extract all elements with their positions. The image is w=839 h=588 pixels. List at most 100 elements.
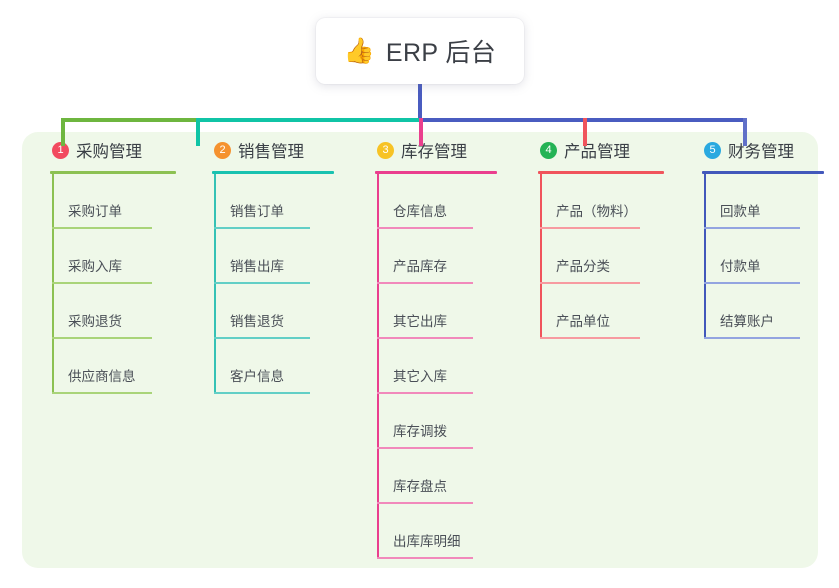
list-item-label: 产品（物料） xyxy=(556,204,637,219)
root-node-card[interactable]: 👍 ERP 后台 xyxy=(316,18,524,84)
list-item-rule xyxy=(377,447,473,449)
list-item-label: 采购订单 xyxy=(68,204,122,219)
list-item[interactable]: 仓库信息 xyxy=(361,174,483,229)
list-item[interactable]: 其它入库 xyxy=(361,339,483,394)
column-header-2[interactable]: 2 销售管理 xyxy=(198,132,320,168)
list-item[interactable]: 采购退货 xyxy=(36,284,162,339)
list-item-label: 结算账户 xyxy=(720,314,774,329)
connector-drop-2 xyxy=(196,118,200,146)
list-item-rule xyxy=(540,282,640,284)
column-items-4: 产品（物料） 产品分类产品单位 xyxy=(524,174,650,339)
list-item-rule xyxy=(377,392,473,394)
list-item-rule xyxy=(377,337,473,339)
column-title-4: 产品管理 xyxy=(564,143,630,161)
column-badge-5: 5 xyxy=(704,141,721,159)
list-item-label: 客户信息 xyxy=(230,369,284,384)
column-header-rule-3 xyxy=(375,171,497,174)
column-header-rule-2 xyxy=(212,171,334,174)
list-item-rule xyxy=(52,337,152,339)
connector-drop-3 xyxy=(419,118,423,146)
list-item-rule xyxy=(214,392,310,394)
list-item-rule xyxy=(214,282,310,284)
column-spine-3 xyxy=(377,174,379,559)
root-node-title: ERP 后台 xyxy=(385,39,497,67)
list-item-label: 其它出库 xyxy=(393,314,447,329)
column-header-rule-4 xyxy=(538,171,664,174)
list-item-rule xyxy=(540,337,640,339)
list-item-label: 供应商信息 xyxy=(68,369,136,384)
list-item-label: 销售退货 xyxy=(230,314,284,329)
column-title-3: 库存管理 xyxy=(401,143,467,161)
list-item-rule xyxy=(704,282,800,284)
connector-drop-4 xyxy=(583,118,587,146)
list-item-label: 产品分类 xyxy=(556,259,610,274)
list-item-label: 出库库明细 xyxy=(393,534,461,549)
list-item-label: 产品单位 xyxy=(556,314,610,329)
list-item[interactable]: 采购入库 xyxy=(36,229,162,284)
list-item-label: 销售订单 xyxy=(230,204,284,219)
column-4: 4 产品管理产品（物料） 产品分类产品单位 xyxy=(524,132,664,339)
list-item-rule xyxy=(377,282,473,284)
diagram-panel xyxy=(22,132,818,568)
column-badge-3: 3 xyxy=(377,141,394,159)
list-item[interactable]: 产品单位 xyxy=(524,284,650,339)
list-item-label: 销售出库 xyxy=(230,259,284,274)
list-item[interactable]: 产品库存 xyxy=(361,229,483,284)
list-item[interactable]: 客户信息 xyxy=(198,339,320,394)
connector-trunk-segment-2 xyxy=(196,118,423,122)
column-items-3: 仓库信息产品库存其它出库其它入库库存调拨库存盘点出库库明细 xyxy=(361,174,483,559)
list-item-rule xyxy=(704,337,800,339)
root-node-content: 👍 ERP 后台 xyxy=(344,33,496,69)
list-item[interactable]: 付款单 xyxy=(688,229,810,284)
list-item-rule xyxy=(52,227,152,229)
list-item-label: 采购入库 xyxy=(68,259,122,274)
column-badge-2: 2 xyxy=(214,141,231,159)
list-item[interactable]: 销售出库 xyxy=(198,229,320,284)
column-items-1: 采购订单采购入库采购退货供应商信息 xyxy=(36,174,162,394)
list-item[interactable]: 供应商信息 xyxy=(36,339,162,394)
list-item[interactable]: 结算账户 xyxy=(688,284,810,339)
connector-root-stem xyxy=(418,82,422,122)
column-2: 2 销售管理销售订单销售出库销售退货客户信息 xyxy=(198,132,334,394)
column-spine-5 xyxy=(704,174,706,339)
list-item[interactable]: 回款单 xyxy=(688,174,810,229)
column-header-3[interactable]: 3 库存管理 xyxy=(361,132,483,168)
list-item-rule xyxy=(214,227,310,229)
column-badge-4: 4 xyxy=(540,141,557,159)
list-item-label: 库存盘点 xyxy=(393,479,447,494)
thumbs-up-icon: 👍 xyxy=(343,36,375,65)
column-items-5: 回款单付款单结算账户 xyxy=(688,174,810,339)
column-spine-2 xyxy=(214,174,216,394)
list-item[interactable]: 采购订单 xyxy=(36,174,162,229)
list-item[interactable]: 产品分类 xyxy=(524,229,650,284)
column-header-rule-5 xyxy=(702,171,824,174)
list-item-label: 库存调拨 xyxy=(393,424,447,439)
list-item-rule xyxy=(214,337,310,339)
list-item[interactable]: 产品（物料） xyxy=(524,174,650,229)
column-title-1: 采购管理 xyxy=(76,143,142,161)
connector-drop-1 xyxy=(61,118,65,146)
list-item[interactable]: 库存盘点 xyxy=(361,449,483,504)
list-item[interactable]: 出库库明细 xyxy=(361,504,483,559)
list-item-rule xyxy=(704,227,800,229)
list-item-rule xyxy=(377,502,473,504)
column-header-4[interactable]: 4 产品管理 xyxy=(524,132,650,168)
list-item-label: 付款单 xyxy=(720,259,761,274)
list-item[interactable]: 销售订单 xyxy=(198,174,320,229)
list-item[interactable]: 其它出库 xyxy=(361,284,483,339)
column-3: 3 库存管理仓库信息产品库存其它出库其它入库库存调拨库存盘点出库库明细 xyxy=(361,132,497,559)
list-item[interactable]: 销售退货 xyxy=(198,284,320,339)
list-item-rule xyxy=(540,227,640,229)
list-item-label: 仓库信息 xyxy=(393,204,447,219)
list-item-rule xyxy=(377,557,473,559)
list-item-rule xyxy=(52,392,152,394)
column-spine-1 xyxy=(52,174,54,394)
list-item[interactable]: 库存调拨 xyxy=(361,394,483,449)
column-title-2: 销售管理 xyxy=(238,143,304,161)
list-item-rule xyxy=(377,227,473,229)
